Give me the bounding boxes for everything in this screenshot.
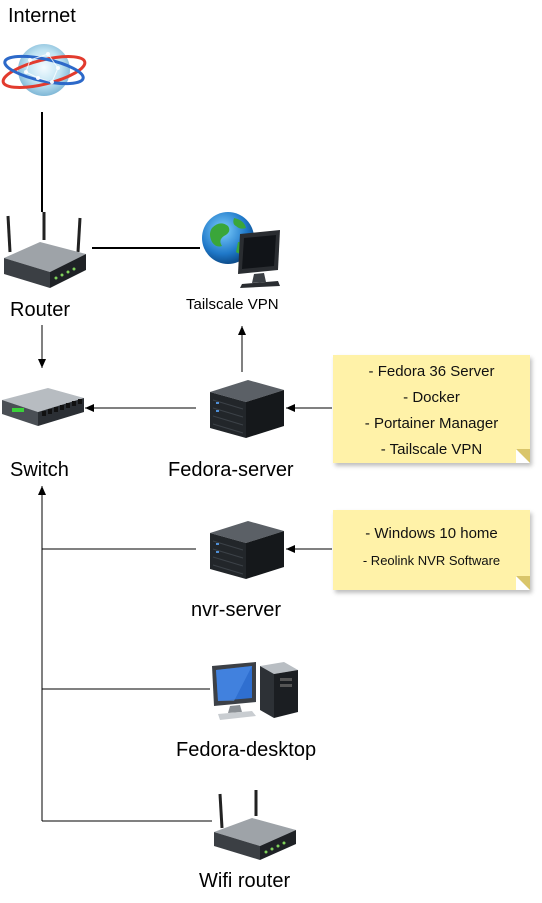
wifi-router-icon — [214, 790, 296, 860]
router-label: Router — [7, 298, 74, 322]
switch-label: Switch — [7, 458, 72, 482]
server-icon — [210, 521, 284, 579]
note-fold — [516, 449, 530, 463]
fedora-desktop-label: Fedora-desktop — [173, 738, 320, 762]
note-line: - Reolink NVR Software — [362, 553, 501, 568]
note-line: - Portainer Manager — [364, 415, 499, 432]
server-icon — [210, 380, 284, 438]
note-line: - Fedora 36 Server — [368, 363, 495, 380]
tailscale-label: Tailscale VPN — [183, 295, 282, 314]
note-line: - Tailscale VPN — [380, 441, 483, 458]
note-fold — [516, 576, 530, 590]
fedora-server-label: Fedora-server — [165, 458, 297, 482]
internet-label: Internet — [5, 4, 79, 28]
network-switch-icon — [2, 388, 84, 426]
globe-monitor-icon — [202, 212, 280, 288]
note-line: - Docker — [403, 389, 460, 406]
nvr-server-label: nvr-server — [188, 598, 285, 622]
fedora-server-note: - Fedora 36 Server - Docker - Portainer … — [333, 355, 530, 463]
router-icon — [4, 212, 86, 288]
nvr-server-note: - Windows 10 home - Reolink NVR Software — [333, 510, 530, 590]
globe-network-icon — [1, 44, 87, 96]
desktop-computer-icon — [212, 662, 298, 720]
wifi-router-label: Wifi router — [196, 869, 294, 893]
note-line: - Windows 10 home — [365, 525, 498, 542]
